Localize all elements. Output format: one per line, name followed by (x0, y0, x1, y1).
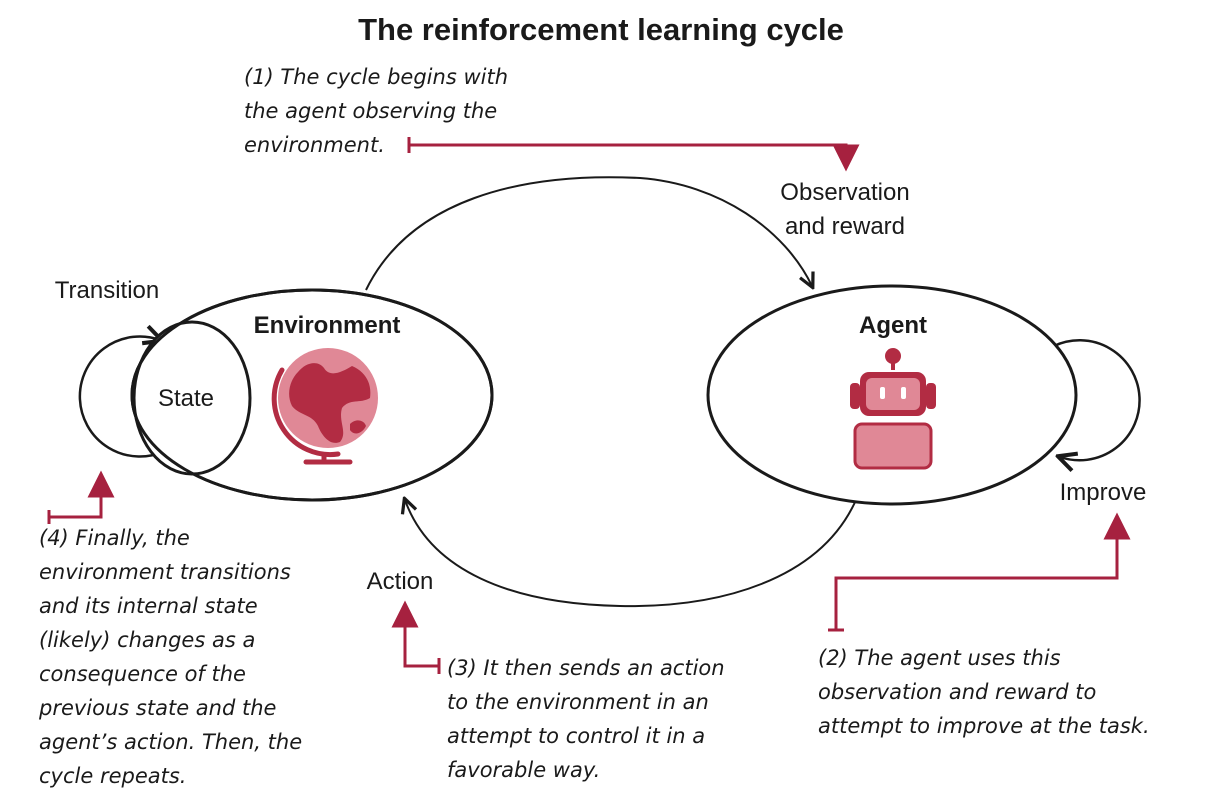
svg-text:consequence of the: consequence of the (39, 662, 246, 686)
environment-outline (130, 288, 494, 502)
svg-text:observation and reward to: observation and reward to (818, 680, 1096, 704)
svg-text:favorable way.: favorable way. (447, 758, 600, 782)
diagram-title: The reinforcement learning cycle (358, 12, 844, 47)
svg-text:(4) Finally, the: (4) Finally, the (39, 526, 190, 550)
note-step3: (3) It then sends an action to the envir… (447, 656, 725, 782)
transition-label: Transition (55, 277, 159, 304)
svg-text:cycle repeats.: cycle repeats. (39, 764, 186, 788)
action-label: Action (367, 568, 434, 595)
svg-text:agent’s action. Then, the: agent’s action. Then, the (39, 730, 302, 754)
observation-label-line2: and reward (785, 213, 905, 240)
note-step4: (4) Finally, the environment transitions… (38, 526, 302, 788)
svg-text:previous state and the: previous state and the (38, 696, 276, 720)
callout-step2-connector (828, 512, 1131, 632)
observation-label-line1: Observation (780, 179, 909, 206)
svg-text:environment transitions: environment transitions (39, 560, 291, 584)
note-step2: (2) The agent uses this observation and … (818, 646, 1150, 738)
action-arc (405, 500, 857, 608)
svg-text:and its internal state: and its internal state (39, 594, 258, 618)
svg-text:(likely) changes as a: (likely) changes as a (39, 628, 255, 652)
environment-label: Environment (254, 312, 401, 339)
svg-text:(1) The cycle begins with: (1) The cycle begins with (244, 65, 508, 89)
callout-step4-connector (47, 470, 115, 524)
svg-text:(2) The agent uses this: (2) The agent uses this (818, 646, 1061, 670)
state-label: State (158, 385, 214, 412)
improve-loop (1053, 339, 1141, 460)
transition-loop (78, 337, 165, 458)
improve-label: Improve (1060, 479, 1147, 506)
svg-text:attempt to control it in a: attempt to control it in a (447, 724, 705, 748)
observation-arc (365, 176, 812, 290)
svg-text:to the environment in an: to the environment in an (447, 690, 709, 714)
robot-icon (850, 348, 936, 470)
svg-text:attempt to improve at the task: attempt to improve at the task. (818, 714, 1150, 738)
agent-label: Agent (859, 312, 927, 339)
svg-text:environment.: environment. (244, 133, 385, 157)
note-step1: (1) The cycle begins with the agent obse… (244, 65, 508, 157)
svg-text:(3) It then sends an action: (3) It then sends an action (447, 656, 725, 680)
callout-step1-connector (407, 137, 860, 172)
globe-icon (271, 348, 378, 465)
callout-step3-connector (391, 600, 441, 674)
svg-text:the agent observing the: the agent observing the (244, 99, 497, 123)
